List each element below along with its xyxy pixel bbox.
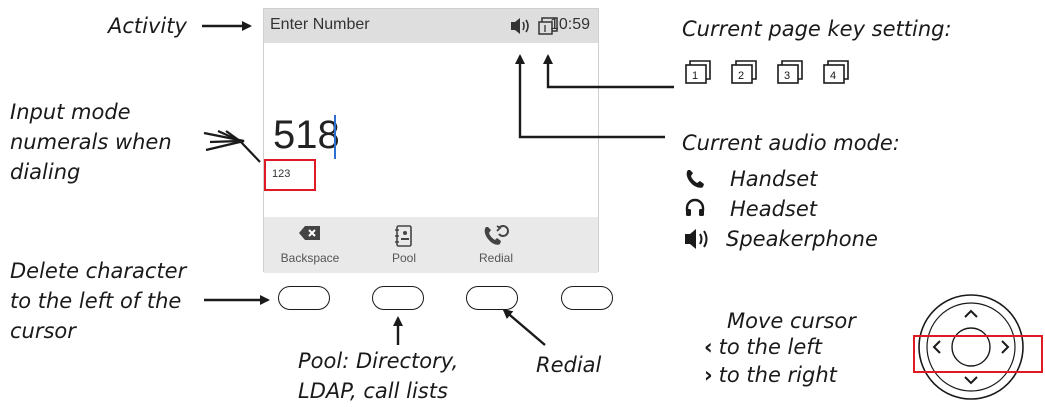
page-key-3-number: 3 [784, 70, 791, 82]
text-cursor [334, 115, 336, 159]
nav-down-icon [964, 376, 978, 385]
pool-label-line1: Pool: Directory, [298, 349, 459, 373]
nav-left-icon [932, 340, 941, 354]
backspace-icon [299, 226, 320, 240]
delete-label: Delete character to the left of the curs… [10, 256, 186, 346]
page-key-1-icon [685, 60, 711, 84]
input-mode-label-line1: Input mode [10, 100, 131, 124]
pool-label-line2: LDAP, call lists [298, 379, 448, 403]
audio-mode-headset: Headset [684, 194, 944, 224]
speaker-icon [685, 229, 708, 249]
page-key-4-number: 4 [830, 70, 837, 82]
softkey-backspace[interactable]: Backspace [268, 217, 352, 273]
headset-label: Headset [730, 197, 818, 221]
softkey-backspace-label: Backspace [280, 251, 340, 265]
pool-label: Pool: Directory, LDAP, call lists [298, 346, 458, 406]
input-mode-text: 123 [272, 168, 291, 180]
speaker-status-icon [511, 18, 529, 34]
directory-icon [395, 225, 412, 247]
chevron-right-icon: › [704, 363, 713, 387]
audio-mode-speaker: Speakerphone [684, 224, 944, 254]
delete-label-line3: cursor [10, 319, 76, 343]
page-key-1-number: 1 [692, 70, 699, 82]
delete-label-line2: to the left of the [10, 289, 182, 313]
page-key-icons: 1 2 3 4 [684, 58, 864, 88]
input-mode-indicator: 123 [264, 159, 316, 191]
handset-label: Handset [730, 167, 818, 191]
input-mode-arrow [209, 129, 261, 163]
input-mode-label-line3: dialing [10, 160, 81, 184]
chevron-left-icon: ‹ [704, 335, 713, 359]
handset-icon [686, 170, 704, 188]
status-bar: Enter Number 10:59 [264, 9, 598, 43]
redial-arrow [502, 308, 546, 346]
hardware-softkey-1[interactable] [278, 286, 330, 310]
nav-right-icon [1001, 340, 1010, 354]
move-left-text: to the left [718, 335, 822, 359]
page-key-4-icon [823, 60, 849, 84]
page-key-2-icon [731, 60, 757, 84]
navigation-pad[interactable] [917, 293, 1025, 401]
softkey-pool[interactable]: Pool [362, 217, 446, 273]
softkey-bar: Backspace Pool Redial [264, 217, 598, 273]
input-mode-label: Input mode numerals when dialing [10, 97, 172, 187]
page-key-2-number: 2 [738, 70, 745, 82]
screen-title: Enter Number [270, 16, 370, 33]
move-right-text: to the right [718, 363, 837, 387]
move-cursor-title: Move cursor [727, 309, 856, 333]
move-right-label: ›to the right [704, 360, 837, 390]
speakerphone-label: Speakerphone [726, 227, 878, 251]
page-key-status-icon [538, 17, 558, 35]
hardware-softkey-3[interactable] [466, 286, 518, 310]
headset-icon [685, 198, 705, 216]
input-mode-arrow-upper [225, 130, 241, 142]
audio-mode-handset: Handset [684, 164, 944, 194]
input-mode-label-line2: numerals when [10, 130, 172, 154]
activity-label: Activity [108, 14, 187, 38]
audio-mode-title: Current audio mode: [682, 131, 900, 155]
page-key-title: Current page key setting: [682, 17, 952, 41]
redial-icon [484, 225, 509, 245]
delete-label-line1: Delete character [10, 259, 187, 283]
dial-display: 518 123 [264, 43, 598, 217]
nav-up-icon [964, 309, 978, 318]
softkey-pool-label: Pool [391, 251, 417, 265]
softkey-redial-label: Redial [478, 251, 514, 265]
softkey-redial[interactable]: Redial [454, 217, 538, 273]
phone-screen: Enter Number 10:59 518 123 Backspace [263, 8, 599, 273]
status-time: 10:59 [549, 16, 590, 33]
redial-label: Redial [536, 353, 602, 377]
dialed-number: 518 [273, 113, 340, 157]
hardware-softkey-4[interactable] [561, 286, 613, 310]
page-key-3-icon [777, 60, 803, 84]
hardware-softkey-2[interactable] [372, 286, 424, 310]
nav-left-right-highlight [913, 335, 1043, 373]
move-left-label: ‹to the left [704, 332, 822, 362]
